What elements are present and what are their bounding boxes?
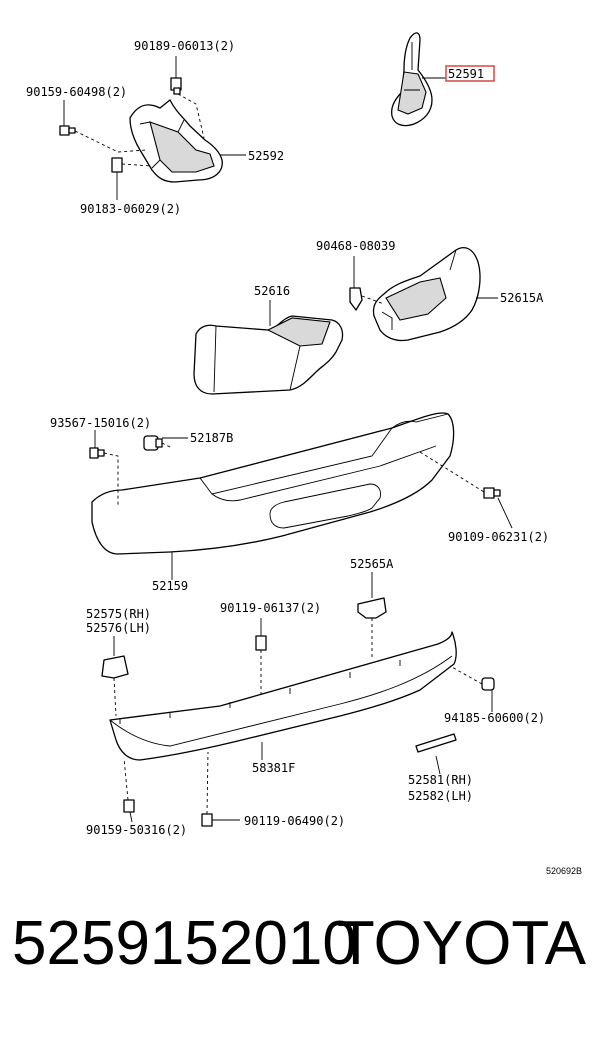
label-52592: 52592: [248, 149, 284, 163]
label-52582: 52582(LH): [408, 789, 473, 803]
label-90159-60498: 90159-60498(2): [26, 85, 127, 99]
clip-94185: [481, 677, 495, 691]
label-90159-50316: 90159-50316(2): [86, 823, 187, 837]
bracket-52575: [101, 655, 129, 679]
diagram-code: 520692B: [546, 866, 582, 876]
clip-90189: [170, 77, 182, 95]
screw-90109: [483, 487, 501, 499]
screw-90159-50316: [123, 799, 135, 813]
label-52565A: 52565A: [350, 557, 394, 571]
bracket-52565A: [357, 597, 387, 619]
label-90119-06490: 90119-06490(2): [244, 814, 345, 828]
spoiler-58381F: [109, 631, 457, 761]
label-90189-06013: 90189-06013(2): [134, 39, 235, 53]
clip-90183: [111, 157, 123, 173]
highlight-box-52591: [445, 65, 495, 82]
mudguard-52591: [390, 32, 433, 127]
label-93567-15016: 93567-15016(2): [50, 416, 151, 430]
label-90468-08039: 90468-08039: [316, 239, 395, 253]
label-90119-06137: 90119-06137(2): [220, 601, 321, 615]
extension-52615A: [372, 247, 481, 342]
label-94185-60600: 94185-60600(2): [444, 711, 545, 725]
part-number: 5259152010: [12, 909, 357, 978]
screw-90159-60498: [59, 125, 76, 136]
clip-90468: [349, 287, 363, 311]
screw-93567: [89, 447, 105, 459]
extension-52616: [193, 315, 344, 395]
label-52575: 52575(RH): [86, 607, 151, 621]
screw-90119-06137: [255, 635, 267, 651]
screw-90119-06490: [201, 813, 213, 827]
label-52581: 52581(RH): [408, 773, 473, 787]
parts-diagram: 90189-06013(2) 90159-60498(2) 52592 9018…: [26, 32, 582, 876]
label-90183-06029: 90183-06029(2): [80, 202, 181, 216]
label-90109-06231: 90109-06231(2): [448, 530, 549, 544]
reflector-52581: [415, 733, 457, 753]
label-52591: 52591: [448, 67, 484, 81]
label-58381F: 58381F: [252, 761, 295, 775]
mudguard-52592: [129, 99, 223, 183]
label-52576: 52576(LH): [86, 621, 151, 635]
label-52187B: 52187B: [190, 431, 233, 445]
label-52616: 52616: [254, 284, 290, 298]
retainer-52187B: [143, 435, 163, 451]
label-52615A: 52615A: [500, 291, 544, 305]
brand-name: TOYOTA: [336, 909, 586, 978]
bumper-cover-52159: [91, 412, 455, 555]
label-52159: 52159: [152, 579, 188, 593]
